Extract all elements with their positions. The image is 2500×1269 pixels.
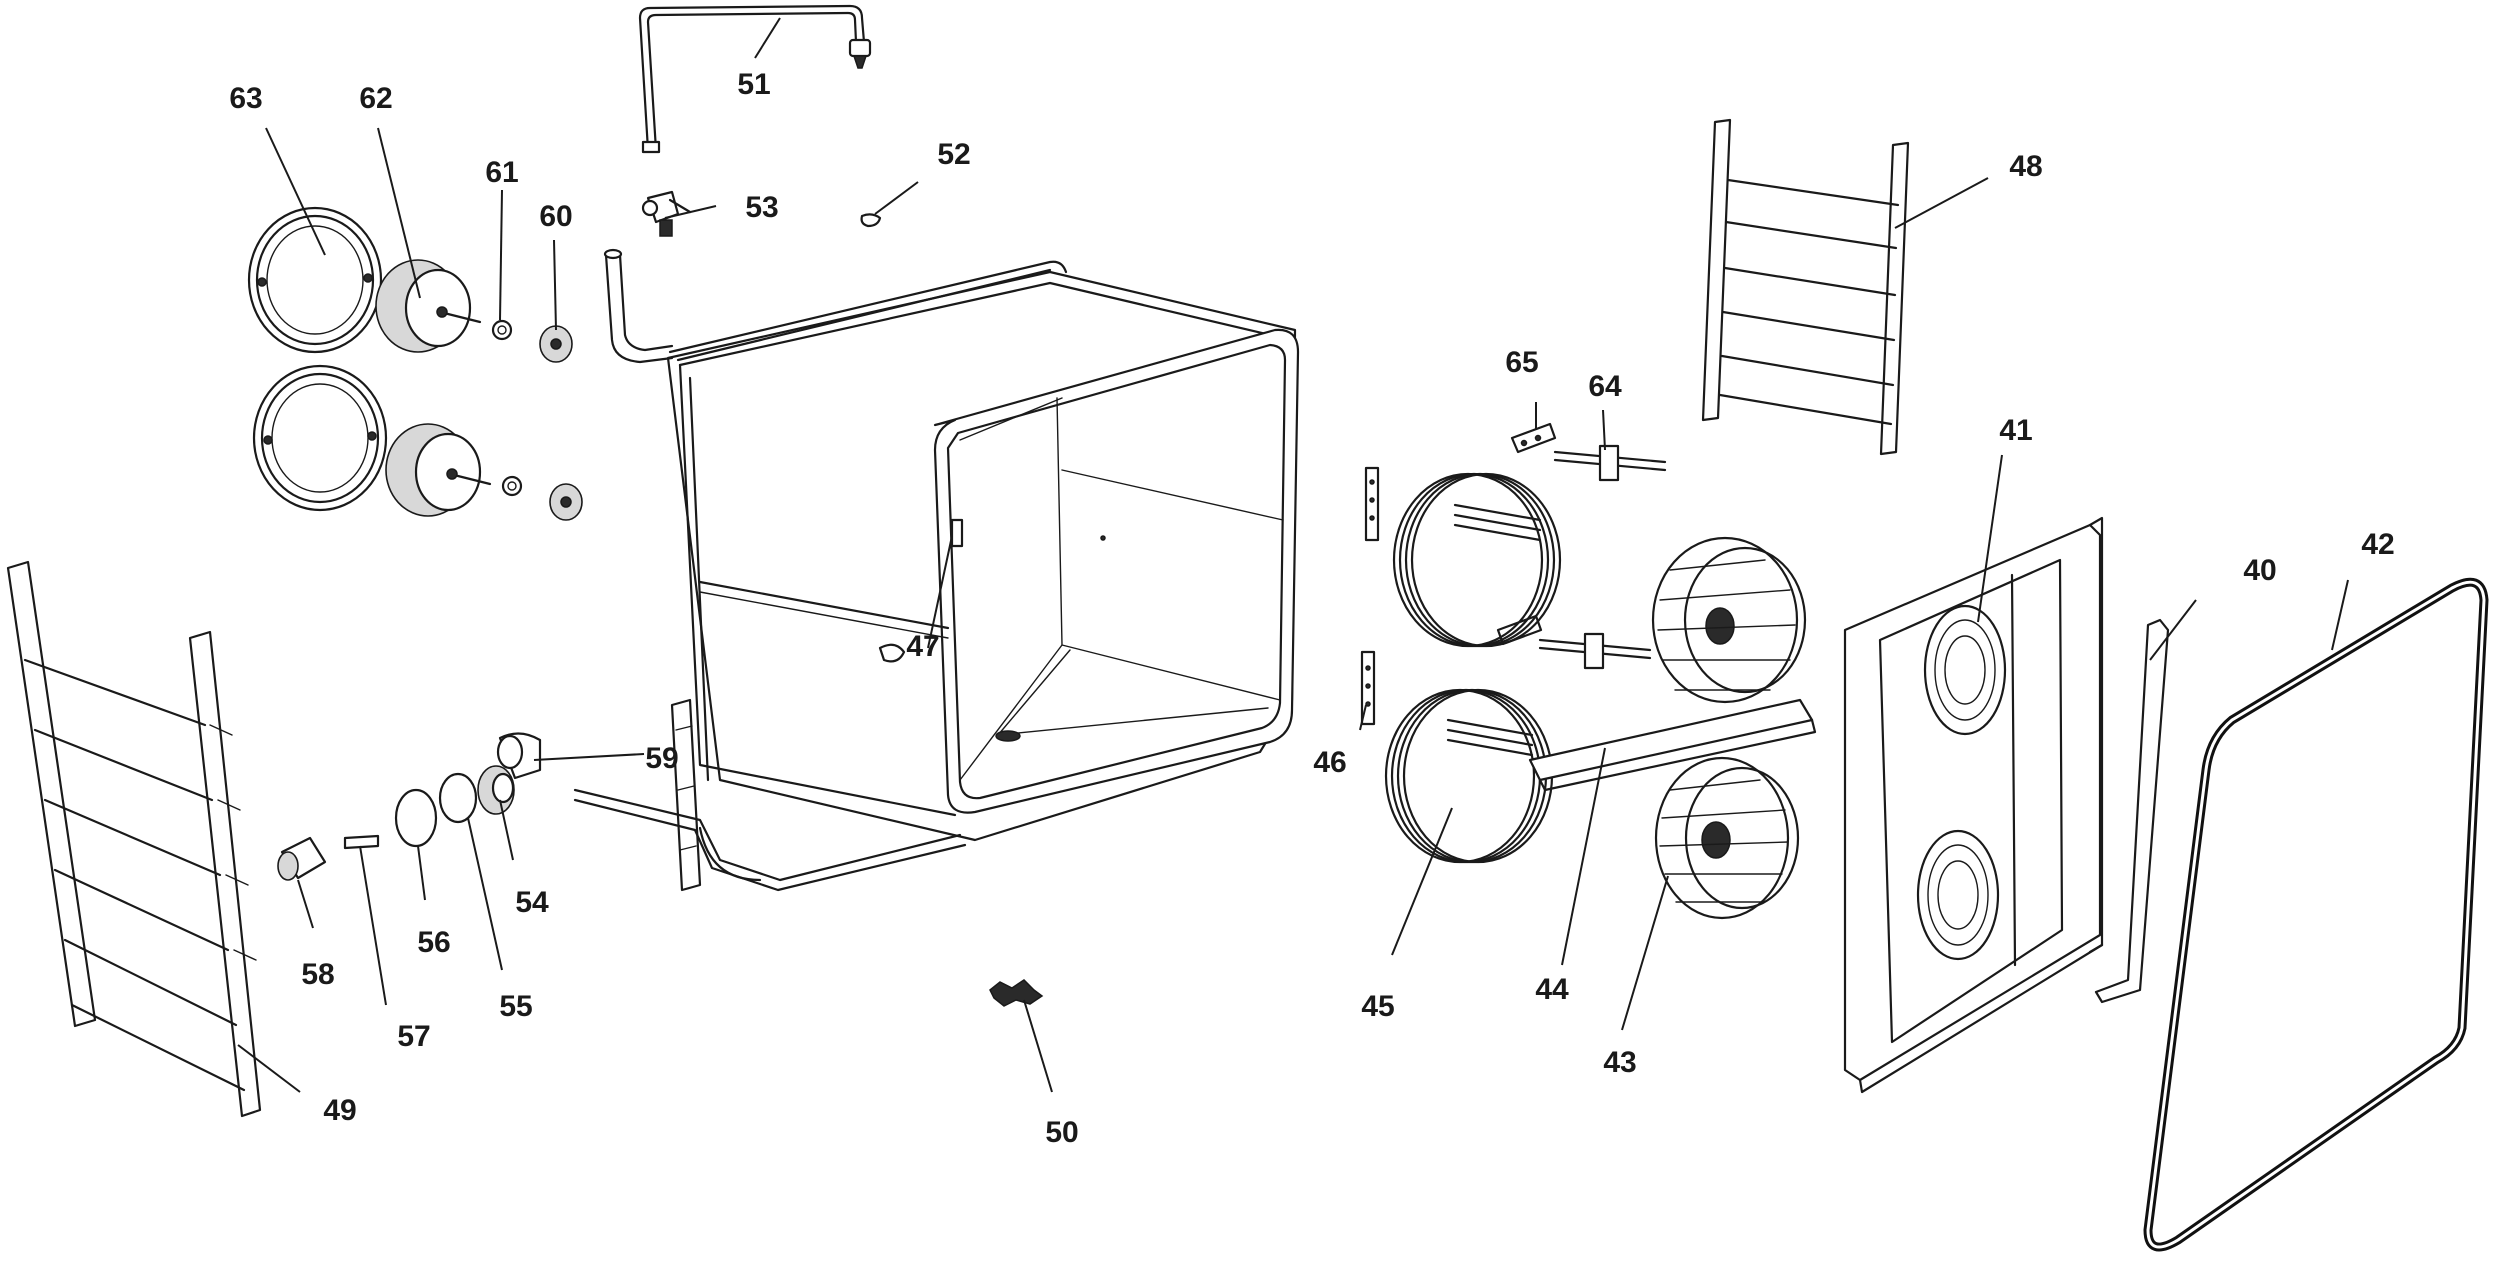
part-64-rod [1538,444,1667,670]
leader-lines [237,17,2349,1093]
callout-56: 56 [417,926,450,959]
callout-52: 52 [937,138,970,171]
callout-45: 45 [1361,990,1394,1023]
part-61-washers [491,319,523,497]
part-57-clip [343,834,380,850]
callout-62: 62 [359,82,392,115]
part-52-clip [860,213,882,228]
callout-58: 58 [301,958,334,991]
part-60-nuts [539,325,583,521]
part-51-tube [638,4,872,154]
callout-59: 59 [645,742,678,775]
callout-64: 64 [1588,370,1622,403]
callout-48: 48 [2009,150,2042,183]
callout-55: 55 [499,990,532,1023]
part-63-rings [247,206,388,512]
callout-49: 49 [323,1094,356,1127]
callout-43: 43 [1603,1046,1636,1079]
callout-60: 60 [539,200,572,233]
oven-cavity [573,248,1300,892]
part-41-fan-panel [1843,516,2104,1094]
part-53-valve [641,190,692,237]
part-44-bracket [1528,698,1817,792]
part-46-plates [1360,466,1380,726]
part-42-gasket [2143,577,2489,1252]
callout-57: 57 [397,1020,430,1053]
callout-42: 42 [2361,528,2394,561]
callout-65: 65 [1505,346,1538,379]
callout-41: 41 [1999,414,2032,447]
callout-labels: 40 41 42 43 44 45 46 47 48 49 50 51 52 5… [229,68,2394,1149]
callout-50: 50 [1045,1116,1078,1149]
callout-47: 47 [906,630,939,663]
part-56-ring [394,788,438,848]
callout-51: 51 [737,68,770,101]
part-50-cap [989,979,1044,1007]
callout-61: 61 [485,156,518,189]
callout-53: 53 [745,191,778,224]
part-55-ring [438,772,478,824]
callout-44: 44 [1535,973,1569,1006]
part-43-blower-wheels [1651,536,1807,920]
part-62-motors [375,259,492,517]
part-45-heating-elements [1384,472,1562,864]
part-49-rack [6,560,262,1118]
part-59-elbow [496,732,542,780]
callout-46: 46 [1313,746,1346,779]
part-40-strip [2094,618,2170,1004]
part-54-fitting [477,765,515,815]
callout-63: 63 [229,82,262,115]
callout-40: 40 [2243,554,2276,587]
part-58-knob [277,836,327,881]
part-48-rack [1701,118,1910,456]
callout-54: 54 [515,886,549,919]
